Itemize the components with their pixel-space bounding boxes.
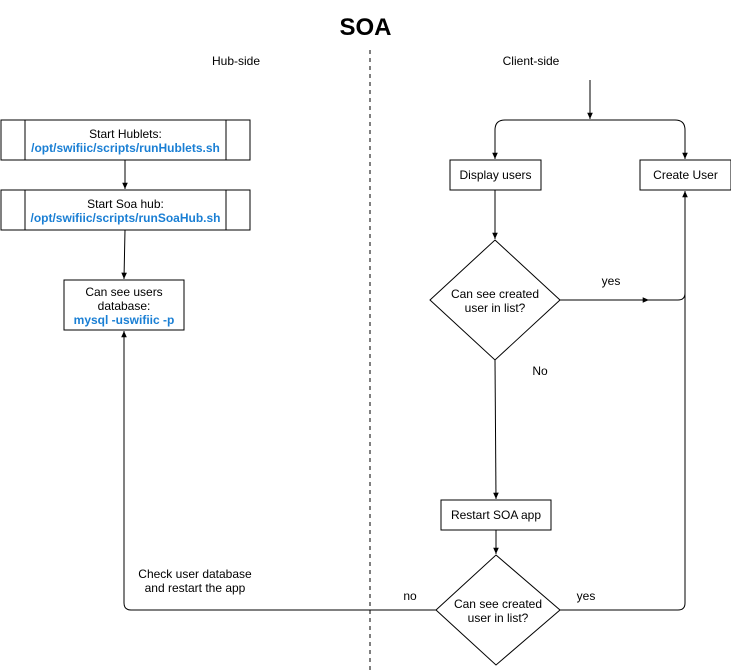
see-users-db-text: Can see users database: mysql -uswifiic … xyxy=(64,285,184,327)
edge-label-d2-yes: yes xyxy=(576,589,596,603)
restart-soa-box xyxy=(440,499,552,531)
edge-label-d1-yes: yes xyxy=(601,274,621,288)
start-soa-hub-label: Start Soa hub: xyxy=(87,197,164,211)
edge-label-d2-no: no xyxy=(403,589,417,603)
see-users-db-command: mysql -uswifiic -p xyxy=(73,313,175,327)
check-db-line1: Check user database xyxy=(138,567,252,581)
create-user-label: Create User xyxy=(653,168,718,182)
edge-split-to-display-users xyxy=(492,119,590,159)
edge-decision-1-no xyxy=(493,359,499,500)
start-hublets-command: /opt/swifiic/scripts/runHublets.sh xyxy=(31,141,220,155)
decision-1-line1: Can see created xyxy=(450,287,540,301)
decision-1-line2: user in list? xyxy=(464,301,526,315)
display-users-label: Display users xyxy=(459,168,532,182)
decision-1-text: Can see created user in list? xyxy=(435,287,555,315)
check-db-annotation: Check user database and restart the app xyxy=(120,567,270,595)
restart-soa-label: Restart SOA app xyxy=(450,508,542,522)
lane-label-hub-side: Hub-side xyxy=(211,54,261,68)
edge-decision-2-yes xyxy=(560,191,688,611)
display-users-box xyxy=(449,159,542,191)
edge-label-d1-no: No xyxy=(532,364,548,378)
decision-2-text: Can see created user in list? xyxy=(438,597,558,625)
edge-soahub-to-usersdb xyxy=(121,229,127,280)
see-users-db-box xyxy=(63,279,185,331)
see-users-db-line1: Can see users xyxy=(85,285,163,299)
decision-2-line2: user in list? xyxy=(467,611,529,625)
edge-decision-2-no xyxy=(121,331,436,611)
check-db-line2: and restart the app xyxy=(144,581,246,595)
edge-split-to-create-user xyxy=(590,119,688,159)
start-hublets-text: Start Hublets: /opt/swifiic/scripts/runH… xyxy=(1,127,250,155)
start-soa-hub-command: /opt/swifiic/scripts/runSoaHub.sh xyxy=(30,211,221,225)
decision-2-diamond xyxy=(435,554,561,666)
start-hublets-label: Start Hublets: xyxy=(89,127,162,141)
decision-2-line1: Can see created xyxy=(453,597,543,611)
edge-yes-merge-line xyxy=(649,292,686,301)
diagram-title: SOA xyxy=(339,14,392,41)
see-users-db-line2: database: xyxy=(97,299,151,313)
lane-label-client-side: Client-side xyxy=(502,54,560,68)
start-hublets-box xyxy=(0,119,251,161)
start-soa-hub-text: Start Soa hub: /opt/swifiic/scripts/runS… xyxy=(1,197,250,225)
start-soa-hub-box xyxy=(0,189,251,231)
create-user-box xyxy=(639,159,731,191)
